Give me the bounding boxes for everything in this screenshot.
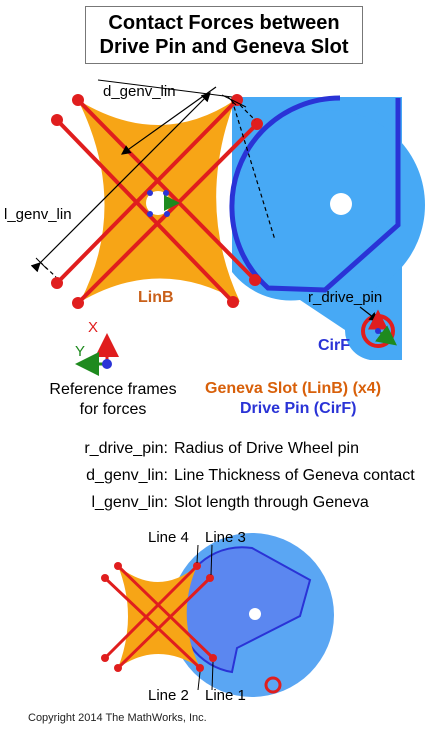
title-line-2: Drive Pin and Geneva Slot (99, 36, 349, 58)
label-line-3: Line 3 (205, 529, 246, 546)
label-linb: LinB (138, 289, 174, 306)
axis-label-x: X (88, 319, 98, 336)
definition-row: d_genv_lin: Line Thickness of Geneva con… (30, 467, 430, 494)
slot-end-dot (51, 277, 63, 289)
dimension-l-genv-lin (30, 92, 211, 278)
cirf-frame (368, 309, 397, 346)
slot-end-dot (251, 118, 263, 130)
slot-end-dot (249, 274, 261, 286)
slot-end-dot (72, 94, 84, 106)
label-line-2: Line 2 (148, 687, 189, 704)
label-r-drive-pin: r_drive_pin (308, 289, 382, 306)
definition-key: r_drive_pin: (84, 440, 168, 457)
title-line-1: Contact Forces between (108, 12, 340, 34)
definition-row: r_drive_pin: Radius of Drive Wheel pin (30, 440, 430, 467)
drive-wheel-disk (235, 110, 425, 300)
definition-row: l_genv_lin: Slot length through Geneva (30, 494, 430, 521)
drive-wheel-hole (330, 193, 352, 215)
copyright-text: Copyright 2014 The MathWorks, Inc. (28, 712, 207, 724)
reference-caption-line-2: for forces (79, 401, 147, 418)
definition-key: l_genv_lin: (91, 494, 169, 511)
definition-key: d_genv_lin: (86, 467, 168, 484)
label-cirf: CirF (318, 337, 350, 354)
legend-geneva-slot: Geneva Slot (LinB) (x4) (205, 380, 382, 397)
definitions-list: r_drive_pin: Radius of Drive Wheel pin d… (30, 440, 430, 521)
definition-desc: Line Thickness of Geneva contact (174, 467, 415, 484)
title-box: Contact Forces between Drive Pin and Gen… (85, 6, 363, 64)
axis-label-y: Y (75, 343, 85, 360)
label-line-4: Line 4 (148, 529, 189, 546)
definition-desc: Radius of Drive Wheel pin (174, 440, 359, 457)
bottom-geneva-body (118, 566, 200, 668)
reference-axes (75, 333, 119, 376)
drive-wheel-outline (229, 95, 401, 293)
slot-end-dot (72, 297, 84, 309)
bottom-drive-wheel (170, 533, 334, 697)
label-line-1: Line 1 (205, 687, 246, 704)
reference-frames-caption: Reference frames for forces (28, 380, 198, 420)
bottom-leaders (196, 544, 214, 691)
definition-desc: Slot length through Geneva (174, 494, 369, 511)
label-l-genv-lin: l_genv_lin (4, 206, 72, 223)
drive-wheel (229, 95, 425, 360)
reference-caption-line-1: Reference frames (49, 381, 177, 398)
bottom-drive-pin (264, 676, 282, 694)
label-d-genv-lin: d_genv_lin (103, 83, 176, 100)
slot-end-dot (51, 114, 63, 126)
slot-end-dot (227, 296, 239, 308)
legend-drive-pin: Drive Pin (CirF) (240, 400, 357, 417)
bottom-slot-lines (101, 562, 217, 672)
